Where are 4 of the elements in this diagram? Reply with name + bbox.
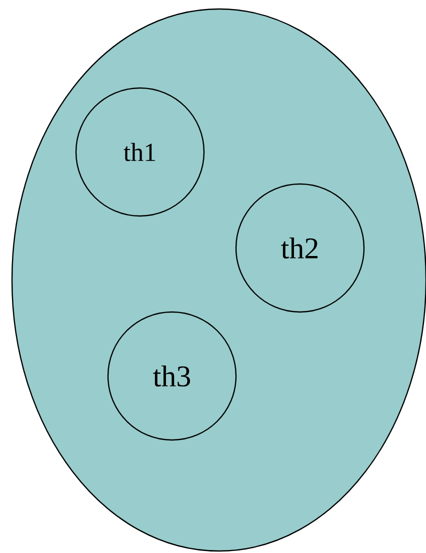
circle-node: th3 bbox=[107, 311, 237, 441]
ellipse-shape bbox=[11, 8, 426, 552]
circle-node: th1 bbox=[75, 87, 205, 217]
circle-node: th2 bbox=[235, 183, 365, 313]
